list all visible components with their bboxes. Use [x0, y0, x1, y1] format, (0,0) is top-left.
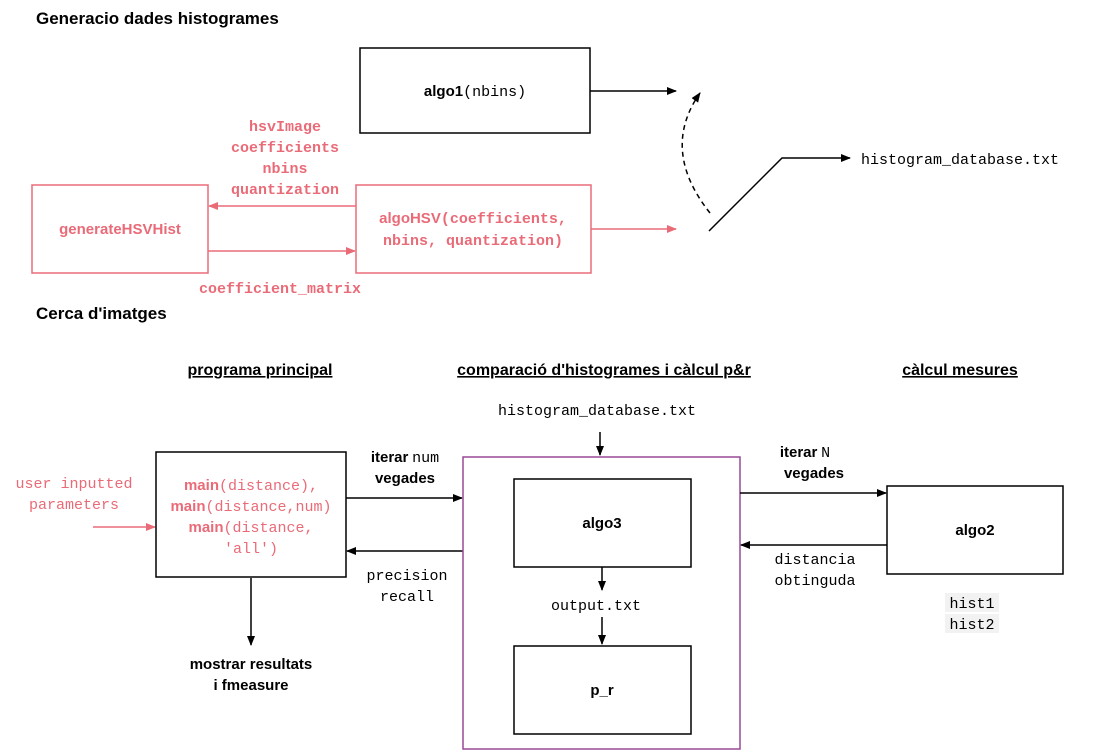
hist2-highlight: [945, 614, 999, 633]
dashed-curve-arrow: [681, 92, 711, 214]
hist1-label: hist1: [949, 596, 994, 613]
hsv-param-1: coefficients: [231, 140, 339, 157]
algo2-box: [886, 485, 1064, 575]
distancia-line2: obtinguda: [774, 573, 855, 590]
heading-comparison: comparació d'histogrames i càlcul p&r: [457, 362, 751, 379]
hist1-highlight: [945, 593, 999, 612]
heading-main-program: programa principal: [188, 362, 333, 379]
hsv-param-3: quantization: [231, 182, 339, 199]
main-program-box: [155, 451, 347, 578]
section-title-histogram-generation: Generacio dades histogrames: [36, 9, 279, 28]
iterar-n-line1: iterar N: [780, 444, 830, 462]
algo1-label: algo1(nbins): [424, 83, 526, 101]
algohsv-label-line2: nbins, quantization): [383, 233, 563, 250]
results-line2: i fmeasure: [213, 677, 288, 694]
hsv-param-2: nbins: [262, 161, 307, 178]
iterar-num-line1: iterar num: [371, 449, 439, 467]
main-line-3: main(distance,: [188, 519, 313, 537]
algo1-box: [359, 47, 591, 134]
main-line-2: main(distance,num): [170, 498, 331, 516]
generate-hsv-hist-box: [31, 184, 209, 274]
section-title-image-search: Cerca d'imatges: [36, 304, 167, 323]
main-line-4: 'all'): [224, 541, 278, 558]
p-r-box: [513, 645, 692, 735]
algohsv-label-line1: algoHSV(coefficients,: [379, 210, 567, 228]
generate-hsv-hist-label: generateHSVHist: [59, 221, 181, 238]
p-r-label: p_r: [590, 682, 614, 699]
algo2-label: algo2: [955, 522, 994, 539]
algohsv-box: [355, 184, 592, 274]
output-txt-label: output.txt: [551, 598, 641, 615]
precision-label: precision: [366, 568, 447, 585]
user-input-line1: user inputted: [15, 476, 132, 493]
recall-label: recall: [380, 589, 434, 606]
hist2-label: hist2: [949, 617, 994, 634]
hsv-param-0: hsvImage: [249, 119, 321, 136]
iterar-num-line2: vegades: [375, 470, 435, 487]
histogram-database-input: histogram_database.txt: [498, 403, 696, 420]
user-input-line2: parameters: [29, 497, 119, 514]
coefficient-matrix-label: coefficient_matrix: [199, 281, 361, 298]
distancia-line1: distancia: [774, 552, 855, 569]
switch-line-to-database: [708, 154, 851, 232]
results-line1: mostrar resultats: [190, 656, 313, 673]
heading-measures: càlcul mesures: [902, 362, 1018, 379]
main-line-1: main(distance),: [184, 477, 318, 495]
iterar-n-line2: vegades: [784, 465, 844, 482]
algo3-label: algo3: [582, 515, 621, 532]
histogram-database-output: histogram_database.txt: [861, 152, 1059, 169]
